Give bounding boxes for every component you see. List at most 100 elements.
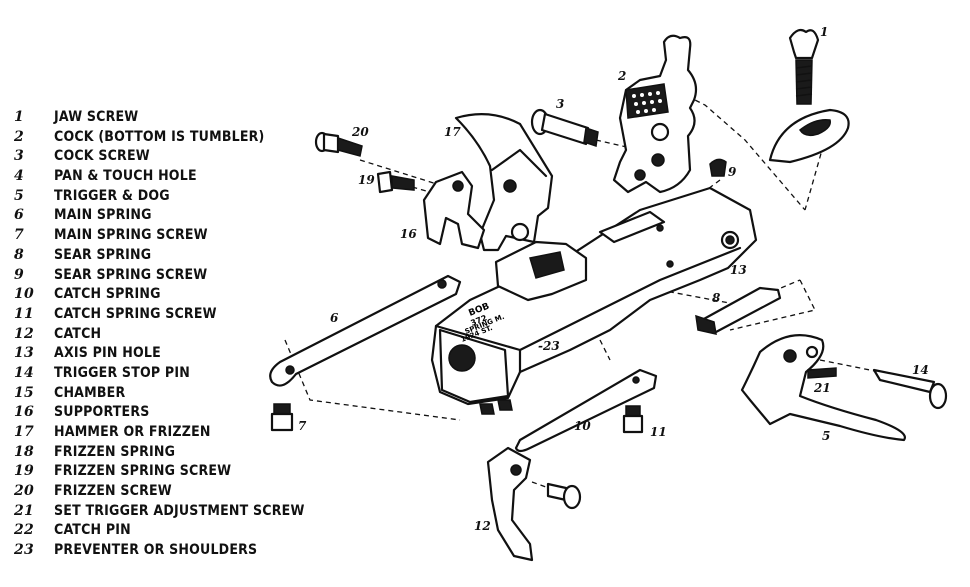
part-trigger-stop-pin: [872, 368, 948, 410]
legend-item-number: 21: [14, 502, 34, 519]
legend-item-label: CATCH SPRING SCREW: [54, 305, 217, 322]
callout-14: 14: [912, 363, 929, 377]
legend-item: 22 CATCH PIN: [14, 521, 305, 541]
callout-17: 17: [444, 125, 461, 139]
legend-item-number: 20: [14, 483, 34, 500]
legend-item: 9 SEAR SPRING SCREW: [14, 266, 305, 286]
legend-item-number: 5: [14, 187, 24, 204]
part-catch-spring-screw: [622, 405, 644, 434]
legend-item: 15 CHAMBER: [14, 384, 305, 404]
part-cock: [612, 34, 698, 194]
part-main-spring-screw: [270, 403, 294, 432]
callout-11: 11: [650, 425, 667, 439]
part-cock-screw: [530, 108, 599, 147]
callout-13: 13: [730, 263, 747, 277]
legend-item-number: 8: [14, 246, 24, 263]
legend-item: 14 TRIGGER STOP PIN: [14, 364, 305, 384]
legend-item-number: 18: [14, 443, 34, 460]
legend-item-label: SEAR SPRING SCREW: [54, 266, 208, 283]
part-set-trigger-screw: [807, 367, 837, 379]
callout-9: 9: [728, 165, 737, 179]
legend-item-number: 15: [14, 384, 34, 401]
legend-item: 3 COCK SCREW: [14, 147, 305, 167]
legend-item: 10 CATCH SPRING: [14, 285, 305, 305]
legend-item-label: SET TRIGGER ADJUSTMENT SCREW: [54, 502, 305, 519]
legend-item-label: COCK SCREW: [54, 148, 150, 165]
legend-item: 11 CATCH SPRING SCREW: [14, 305, 305, 325]
callout-7: 7: [298, 419, 307, 433]
legend-item-label: CHAMBER: [54, 384, 126, 401]
legend-item-label: AXIS PIN HOLE: [54, 345, 161, 362]
callout-5: 5: [822, 429, 830, 443]
legend-item-label: FRIZZEN SCREW: [54, 483, 172, 500]
legend-item-label: TRIGGER STOP PIN: [54, 364, 190, 381]
part-catch-spring: [514, 368, 658, 453]
legend-item-number: 4: [14, 168, 24, 185]
legend-item-label: SUPPORTERS: [54, 404, 150, 421]
legend-item-number: 14: [14, 364, 34, 381]
part-frizzen-screw: [314, 131, 363, 157]
legend-item-number: 1: [14, 109, 24, 125]
legend-item-number: 11: [14, 305, 34, 322]
part-receiver: BOB 372 SPRING M. 1924 ST.: [430, 186, 758, 415]
legend-item-number: 10: [14, 286, 34, 303]
callout-12: 12: [474, 519, 491, 533]
callout-numbers: 1 2 3 5 6 7 8 9 10 11 12 13 14 16 17 19 …: [298, 25, 929, 533]
part-frizzen-spring: [422, 170, 486, 250]
part-trigger: [740, 334, 906, 442]
legend-item-number: 12: [14, 325, 34, 342]
legend-item: 4 PAN & TOUCH HOLE: [14, 167, 305, 187]
legend-item: 23 PREVENTER OR SHOULDERS: [14, 541, 305, 561]
legend-item: 20 FRIZZEN SCREW: [14, 482, 305, 502]
legend-item-label: CATCH SPRING: [54, 286, 161, 303]
legend-item-label: FRIZZEN SPRING: [54, 443, 176, 460]
part-catch: [486, 446, 534, 562]
callout-10: 10: [574, 419, 591, 433]
legend-item-number: 7: [14, 227, 24, 244]
part-catch-pin: [546, 482, 582, 510]
part-jaw-screw: [768, 28, 850, 164]
legend-item-label: PREVENTER OR SHOULDERS: [54, 542, 258, 559]
legend-item-number: 23: [14, 542, 34, 559]
callout-19: 19: [358, 173, 375, 187]
callout-16: 16: [400, 227, 417, 241]
legend-item-number: 2: [14, 128, 24, 145]
legend-item: 6 MAIN SPRING: [14, 206, 305, 226]
part-sear-spring-screw: [709, 158, 727, 177]
legend-item-number: 9: [14, 266, 24, 283]
legend-item: 21 SET TRIGGER ADJUSTMENT SCREW: [14, 502, 305, 522]
callout-2: 2: [617, 69, 626, 83]
legend-item-label: PAN & TOUCH HOLE: [54, 168, 197, 185]
legend-item-number: 16: [14, 404, 34, 421]
callout-6: 6: [330, 311, 339, 325]
part-sear-spring: [695, 286, 782, 335]
legend-item: 18 FRIZZEN SPRING: [14, 443, 305, 463]
part-main-spring: [269, 274, 462, 387]
part-frizzen: [454, 113, 554, 252]
legend-item-number: 22: [14, 522, 34, 539]
legend-item: 2 COCK (BOTTOM IS TUMBLER): [14, 128, 305, 148]
legend-item-label: FRIZZEN SPRING SCREW: [54, 463, 232, 480]
legend-item-number: 3: [14, 148, 24, 165]
legend-item-label: MAIN SPRING: [54, 207, 152, 224]
legend-item-label: COCK (BOTTOM IS TUMBLER): [54, 128, 265, 145]
legend-item: 5 TRIGGER & DOG: [14, 187, 305, 207]
legend-item: 16 SUPPORTERS: [14, 403, 305, 423]
legend-item: 8 SEAR SPRING: [14, 246, 305, 266]
legend-item-label: CATCH PIN: [54, 522, 131, 539]
legend-item: 7 MAIN SPRING SCREW: [14, 226, 305, 246]
legend-item-label: SEAR SPRING: [54, 246, 152, 263]
callout-20: 20: [351, 125, 369, 139]
legend-item-number: 6: [14, 207, 24, 224]
callout-1: 1: [820, 25, 828, 39]
callout-8: 8: [712, 291, 721, 305]
legend-item-label: MAIN SPRING SCREW: [54, 227, 208, 244]
legend-item-label: TRIGGER & DOG: [54, 187, 170, 204]
